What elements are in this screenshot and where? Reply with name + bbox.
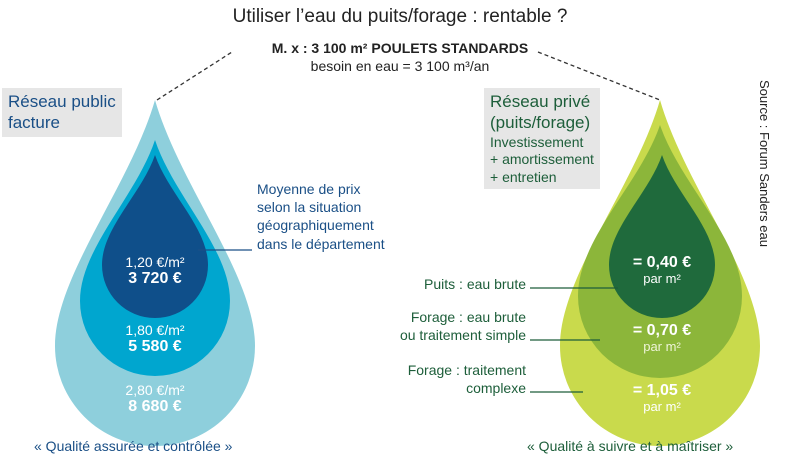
private-quality: « Qualité à suivre et à maîtriser »	[527, 438, 734, 454]
public-heading: Réseau public facture	[2, 88, 122, 137]
private-detail: + amortissement	[490, 151, 594, 167]
private-label-3: Forage : traitement complexe	[408, 361, 526, 397]
public-quality: « Qualité assurée et contrôlée »	[34, 438, 233, 454]
public-heading-line1: Réseau public	[8, 92, 116, 111]
public-level-1: 1,20 €/m² 3 720 €	[105, 254, 205, 288]
connector-dashed-left	[156, 51, 233, 101]
example-line2: besoin en eau = 3 100 m³/an	[310, 58, 490, 74]
public-level-2: 1,80 €/m² 5 580 €	[105, 322, 205, 356]
private-detail: + entretien	[490, 168, 557, 185]
unit: par m²	[643, 339, 681, 355]
private-level-1: = 0,40 € par m²	[612, 254, 712, 287]
page-title: Utiliser l’eau du puits/forage : rentabl…	[232, 6, 568, 27]
source-credit: Source : Forum Sanders eau	[757, 80, 772, 247]
total-price: 5 580 €	[128, 338, 182, 356]
drop-public-inner	[102, 155, 208, 318]
unit-price: 1,20 €/m²	[125, 254, 185, 270]
label-line: Forage : eau brute	[410, 309, 526, 325]
total-price: 3 720 €	[128, 270, 182, 288]
private-level-3: = 1,05 € par m²	[612, 382, 712, 415]
price: = 1,05 €	[632, 382, 692, 399]
price: = 0,40 €	[632, 254, 692, 271]
label-line: Puits : eau brute	[424, 276, 526, 292]
example-line1: M. x : 3 100 m² POULETS STANDARDS	[271, 40, 529, 56]
private-heading-line1: Réseau privé	[490, 92, 591, 111]
drop-private-inner	[609, 155, 715, 318]
note-line: dans le département	[257, 235, 385, 252]
private-label-2: Forage : eau brute ou traitement simple	[400, 308, 526, 344]
label-line: Forage : traitement	[407, 362, 526, 378]
unit-price: 2,80 €/m²	[125, 382, 185, 398]
label-line: complexe	[466, 380, 526, 397]
unit: par m²	[643, 399, 681, 415]
unit: par m²	[643, 271, 681, 287]
total-price: 8 680 €	[128, 398, 182, 416]
private-heading: Réseau privé (puits/forage) Investisseme…	[484, 88, 600, 189]
price: = 0,70 €	[632, 322, 692, 339]
label-line: ou traitement simple	[399, 327, 526, 344]
public-heading-line2: facture	[8, 113, 60, 133]
private-detail: Investissement	[490, 133, 584, 150]
connector-dashed-right	[537, 51, 661, 101]
unit-price: 1,80 €/m²	[125, 322, 185, 338]
private-heading-line2: (puits/forage)	[490, 113, 591, 133]
note-line: selon la situation	[257, 199, 362, 216]
public-note: Moyenne de prix selon la situation géogr…	[257, 180, 385, 253]
private-level-2: = 0,70 € par m²	[612, 322, 712, 355]
note-line: Moyenne de prix	[257, 181, 361, 197]
public-level-3: 2,80 €/m² 8 680 €	[105, 382, 205, 416]
note-line: géographiquement	[257, 217, 374, 234]
private-label-1: Puits : eau brute	[424, 276, 526, 292]
